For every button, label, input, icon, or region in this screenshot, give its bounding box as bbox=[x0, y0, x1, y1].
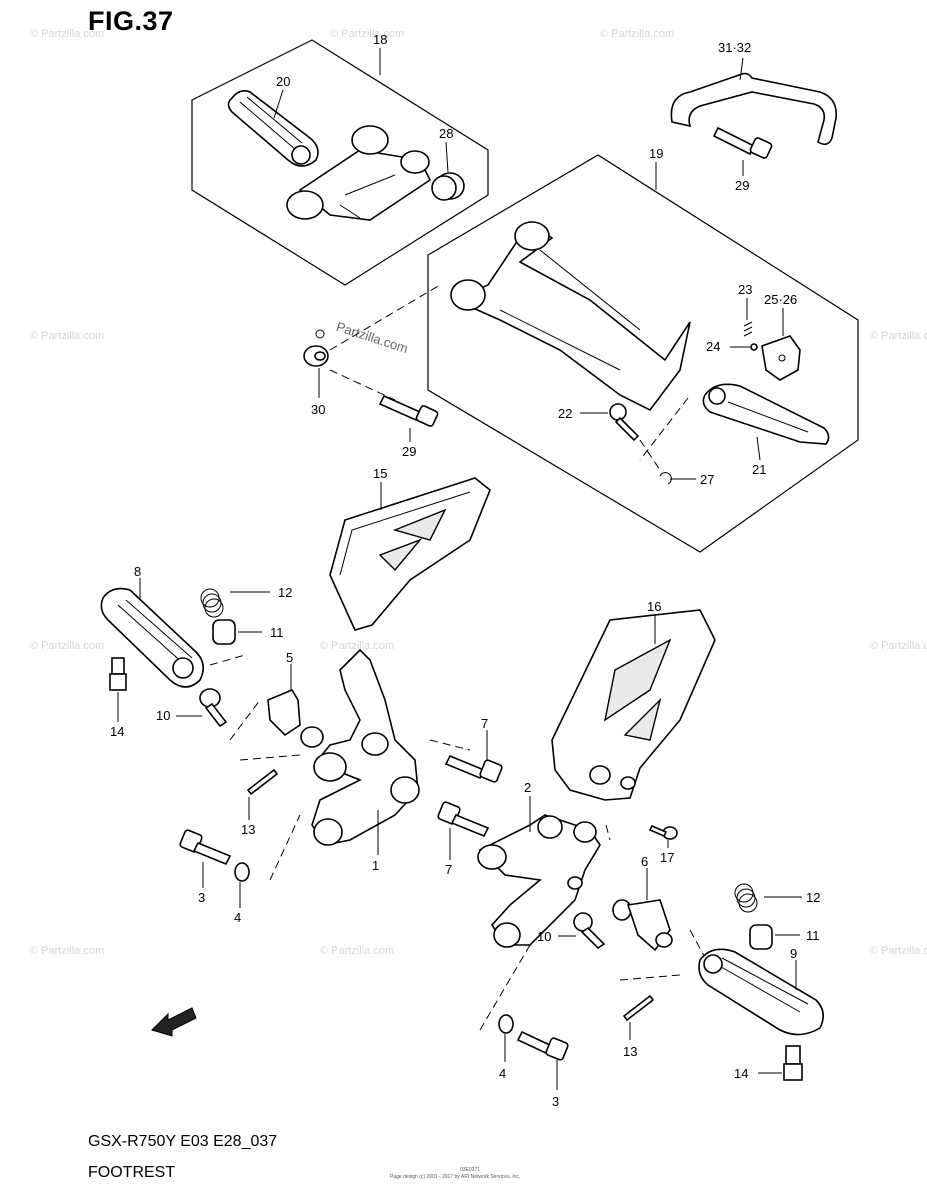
footpeg-9 bbox=[698, 948, 824, 1036]
bolt-3-left bbox=[179, 829, 232, 866]
watermark: © Partzilla.com bbox=[870, 945, 927, 957]
pin-10-right bbox=[573, 912, 606, 950]
watermark: © Partzilla.com bbox=[870, 640, 927, 652]
watermark: © Partzilla.com bbox=[320, 945, 395, 957]
footrest-bracket-2 bbox=[477, 814, 601, 948]
spring-23 bbox=[743, 321, 753, 337]
callout-3-left: 3 bbox=[198, 890, 205, 905]
watermark: © Partzilla.com bbox=[30, 330, 105, 342]
callout-29-mid: 29 bbox=[402, 444, 416, 459]
plate-25-26 bbox=[761, 335, 801, 381]
fwd-arrow-icon bbox=[151, 1007, 197, 1037]
cotter-pin-13-right bbox=[622, 994, 655, 1022]
callout-1: 1 bbox=[372, 858, 379, 873]
callout-14-left: 14 bbox=[110, 724, 124, 739]
pivot-6 bbox=[612, 899, 673, 952]
callout-17: 17 bbox=[660, 850, 674, 865]
washer-4-left bbox=[234, 862, 250, 882]
bolt-14-right bbox=[783, 1045, 803, 1081]
callout-7-lower: 7 bbox=[445, 862, 452, 877]
watermark: © Partzilla.com bbox=[870, 330, 927, 342]
clip-27 bbox=[659, 472, 672, 485]
hook-bar-31-32 bbox=[670, 72, 837, 146]
footrest-bracket-1 bbox=[311, 648, 420, 846]
copyright-fine-print: Page design (c) 2001 - 2017 by ARI Netwo… bbox=[390, 1174, 521, 1180]
callout-23: 23 bbox=[738, 282, 752, 297]
bolt-3-right bbox=[516, 1030, 569, 1061]
callout-6: 6 bbox=[641, 854, 648, 869]
collar-11-left bbox=[212, 619, 236, 645]
callout-27: 27 bbox=[700, 472, 714, 487]
bolt-29-mid bbox=[378, 394, 439, 427]
callout-14-right: 14 bbox=[734, 1066, 748, 1081]
bolt-29-top bbox=[712, 126, 773, 159]
model-code: GSX-R750Y E03 E28_037 bbox=[88, 1133, 278, 1150]
callout-9: 9 bbox=[790, 946, 797, 961]
bracket-19 bbox=[450, 220, 691, 412]
figure-title: FIG.37 bbox=[88, 6, 174, 36]
callout-16: 16 bbox=[647, 599, 661, 614]
collar-28 bbox=[431, 172, 465, 201]
watermark: © Partzilla.com bbox=[320, 640, 395, 652]
callout-28: 28 bbox=[439, 126, 453, 141]
callout-30: 30 bbox=[311, 402, 325, 417]
callout-11-left: 11 bbox=[270, 625, 284, 640]
heel-guard-16 bbox=[551, 609, 716, 801]
fine-code: 03E0371 bbox=[460, 1167, 481, 1173]
watermark: © Partzilla.com bbox=[30, 945, 105, 957]
callout-4-left: 4 bbox=[234, 910, 241, 925]
pin-10-left bbox=[199, 688, 228, 728]
callout-19: 19 bbox=[649, 146, 663, 161]
callout-7-upper: 7 bbox=[481, 716, 488, 731]
callout-12-right: 12 bbox=[806, 890, 820, 905]
callout-13-right: 13 bbox=[623, 1044, 637, 1059]
watermark: © Partzilla.com bbox=[600, 28, 675, 40]
callout-5: 5 bbox=[286, 650, 293, 665]
heel-guard-15 bbox=[329, 477, 491, 631]
bracket-assembly-18 bbox=[286, 125, 432, 221]
callout-8: 8 bbox=[134, 564, 141, 579]
screw-17 bbox=[648, 824, 678, 840]
callout-4-right: 4 bbox=[499, 1066, 506, 1081]
cotter-pin-13-left bbox=[246, 768, 279, 796]
callout-2: 2 bbox=[524, 780, 531, 795]
footpeg-8 bbox=[100, 587, 204, 688]
callout-22: 22 bbox=[558, 406, 572, 421]
nut-30 bbox=[303, 329, 329, 367]
watermark: © Partzilla.com bbox=[330, 28, 405, 40]
callout-18: 18 bbox=[373, 32, 387, 47]
assembly-box-18 bbox=[191, 39, 489, 286]
callout-10-right: 10 bbox=[537, 929, 551, 944]
callout-24: 24 bbox=[706, 339, 720, 354]
callout-11-right: 11 bbox=[806, 928, 820, 943]
watermark: © Partzilla.com bbox=[30, 640, 105, 652]
callout-20: 20 bbox=[276, 74, 290, 89]
bolt-14-left bbox=[109, 657, 127, 691]
callout-31-32: 31·32 bbox=[718, 40, 751, 55]
spring-12-left bbox=[200, 588, 224, 618]
callout-15: 15 bbox=[373, 466, 387, 481]
bolt-7-upper bbox=[444, 754, 503, 783]
collar-11-right bbox=[749, 924, 773, 950]
callout-29-top: 29 bbox=[735, 178, 749, 193]
footpeg-20 bbox=[227, 90, 319, 167]
bolt-7-lower bbox=[437, 801, 490, 838]
callout-3-right: 3 bbox=[552, 1094, 559, 1109]
figure-name: FOOTREST bbox=[88, 1164, 176, 1181]
assembly-box-19 bbox=[427, 154, 859, 553]
callout-10-left: 10 bbox=[156, 708, 170, 723]
ball-24 bbox=[750, 343, 758, 351]
callout-21: 21 bbox=[752, 462, 766, 477]
washer-4-right bbox=[498, 1014, 514, 1034]
callout-12-left: 12 bbox=[278, 585, 292, 600]
pin-22 bbox=[609, 403, 640, 442]
callout-25-26: 25·26 bbox=[764, 292, 797, 307]
pivot-5 bbox=[267, 688, 324, 748]
spring-12-right bbox=[734, 883, 758, 913]
watermark: © Partzilla.com bbox=[30, 28, 105, 40]
callout-13-left: 13 bbox=[241, 822, 255, 837]
footpeg-21 bbox=[702, 383, 830, 445]
